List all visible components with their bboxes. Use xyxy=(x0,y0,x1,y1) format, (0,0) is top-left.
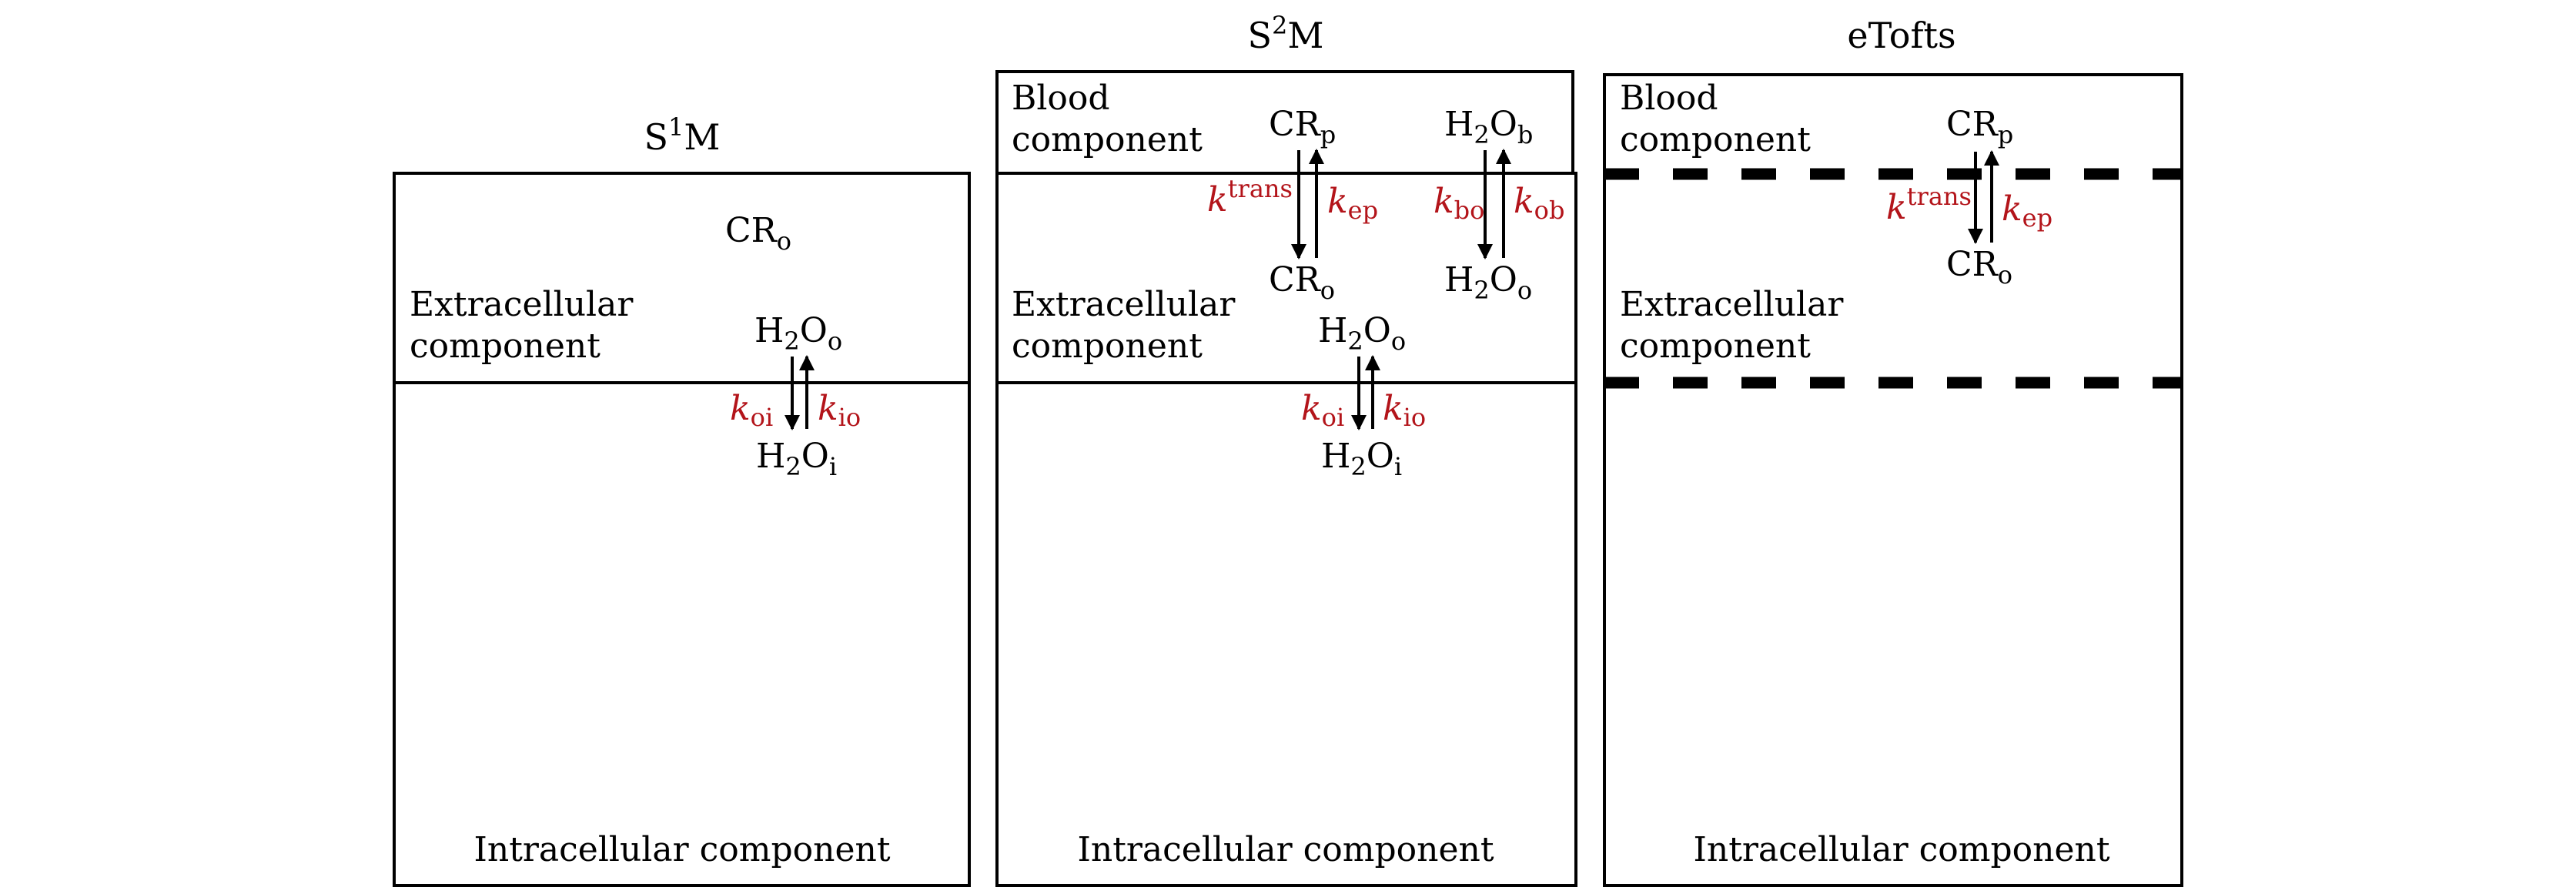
rate-label-k-oi: koi xyxy=(1301,389,1344,432)
rate-label-k-oi: koi xyxy=(730,389,773,432)
panel-s2m: S2M Blood component Extracellular compon… xyxy=(995,11,1577,887)
compartment-label-blood: Blood component xyxy=(1012,79,1203,159)
rate-label-k-trans: ktrans xyxy=(1207,174,1293,219)
rate-label-k-bo: kbo xyxy=(1434,182,1484,225)
species-h2o-b: H2Ob xyxy=(1444,105,1533,149)
panel-title: eTofts xyxy=(1847,15,1955,56)
panel-title: S2M xyxy=(1248,11,1324,56)
rate-label-k-ep: kep xyxy=(1327,182,1378,225)
species-h2o-i: H2Oi xyxy=(756,437,837,481)
rate-label-k-ob: kob xyxy=(1514,182,1564,225)
panel-s1m: S1M Extracellular component Intracellula… xyxy=(393,112,971,887)
species-cr-p: CRp xyxy=(1946,105,2013,149)
species-cr-o: CRo xyxy=(1946,245,2012,290)
panel-etofts: eTofts Blood component Extracellular com… xyxy=(1603,15,2183,887)
compartment-label-intracellular: Intracellular component xyxy=(473,830,890,869)
rate-label-k-io: kio xyxy=(818,389,861,432)
panel-title: S1M xyxy=(644,112,721,158)
species-cr-p: CRp xyxy=(1269,105,1336,149)
compartment-label-extracellular: Extracellular component xyxy=(1012,285,1246,366)
rate-label-k-ep: kep xyxy=(2002,189,2052,233)
rate-label-k-io: kio xyxy=(1383,389,1426,432)
species-h2o-o-right: H2Oo xyxy=(1444,260,1532,305)
species-h2o-i: H2Oi xyxy=(1321,437,1402,481)
rate-label-k-trans: ktrans xyxy=(1886,182,1972,227)
species-cr-o: CRo xyxy=(1269,260,1335,305)
compartment-label-blood: Blood component xyxy=(1620,79,1811,159)
species-cr-o: CRo xyxy=(725,211,791,256)
panel-frame xyxy=(995,172,1577,887)
panel-frame xyxy=(393,172,971,887)
panel-frame xyxy=(1603,73,2183,887)
compartment-label-intracellular: Intracellular component xyxy=(1693,830,2109,869)
species-h2o-o: H2Oo xyxy=(754,311,842,356)
compartment-label-extracellular: Extracellular component xyxy=(410,285,644,366)
compartment-label-extracellular: Extracellular component xyxy=(1620,285,1854,366)
species-h2o-o: H2Oo xyxy=(1318,311,1406,356)
compartment-label-intracellular: Intracellular component xyxy=(1077,830,1494,869)
